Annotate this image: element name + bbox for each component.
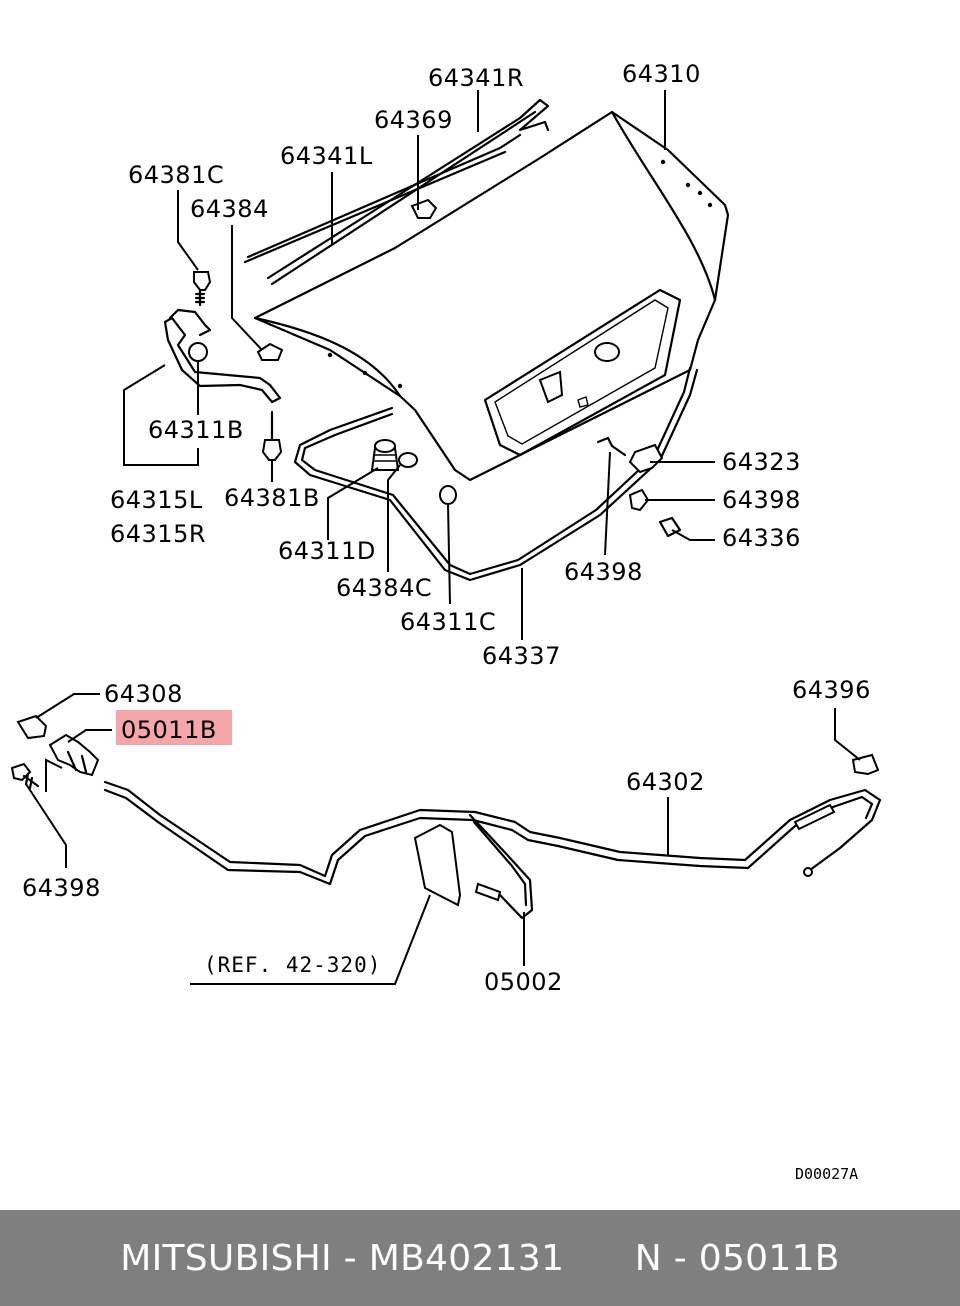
bolt-64398-upper	[628, 488, 650, 512]
label-64384C: 64384C	[336, 574, 432, 602]
label-05011B: 05011B	[121, 716, 217, 744]
label-05002: 05002	[484, 968, 563, 996]
label-64311D: 64311D	[278, 537, 376, 565]
label-64381C: 64381C	[128, 161, 224, 189]
cable-sleeve	[793, 803, 836, 831]
release-lever	[16, 714, 48, 740]
trunk-lid	[253, 110, 730, 482]
label-64311C: 64311C	[400, 608, 496, 636]
label-64308: 64308	[104, 680, 183, 708]
trunk-latch	[596, 436, 664, 474]
label-64311B: 64311B	[148, 416, 244, 444]
leader-lines	[25, 90, 861, 985]
bumper-64384	[256, 342, 284, 361]
label-64369: 64369	[374, 106, 453, 134]
label-64323: 64323	[722, 448, 801, 476]
label-64310: 64310	[622, 60, 701, 88]
footer-bar: MITSUBISHI - MB402131 N - 05011B	[0, 1210, 960, 1306]
label-64315R: 64315R	[110, 520, 206, 548]
fuel-filler-door	[413, 823, 462, 907]
label-64336: 64336	[722, 524, 801, 552]
striker-64336	[658, 516, 682, 538]
fuel-cable-end	[474, 882, 502, 902]
label-64381B: 64381B	[224, 484, 320, 512]
trunk-hinge	[163, 271, 282, 404]
highlight-box	[116, 710, 232, 745]
label-64302: 64302	[626, 768, 705, 796]
opener-assembly-05011B	[48, 733, 100, 777]
label-64384: 64384	[190, 195, 269, 223]
bolt-64381B	[261, 410, 283, 461]
grommet-64384C	[398, 452, 418, 468]
label-64341R: 64341R	[428, 64, 524, 92]
label-64315L: 64315L	[110, 486, 203, 514]
footer-caption: MITSUBISHI - MB402131 N - 05011B	[120, 1237, 840, 1279]
label-64396: 64396	[792, 676, 871, 704]
label-64398-right: 64398	[722, 486, 801, 514]
parts-diagram: 64341R 64310 64369 64341L 64381C 64384 6…	[10, 60, 882, 1183]
stopper-64311D	[370, 439, 400, 471]
label-reference: (REF. 42-320)	[204, 953, 381, 977]
release-cable	[103, 780, 882, 886]
part-labels: 64341R 64310 64369 64341L 64381C 64384 6…	[22, 60, 871, 1183]
label-64398-center: 64398	[564, 558, 643, 586]
bolt-64398-lower	[10, 762, 40, 790]
clip-64369	[410, 198, 438, 219]
cable-end	[803, 867, 813, 877]
label-64398-left: 64398	[22, 874, 101, 902]
label-64341L: 64341L	[280, 142, 373, 170]
fuel-lid-cable	[468, 813, 534, 920]
diagram-code: D00027A	[795, 1165, 858, 1183]
label-64337: 64337	[482, 642, 561, 670]
stopper-64311C	[439, 485, 457, 505]
